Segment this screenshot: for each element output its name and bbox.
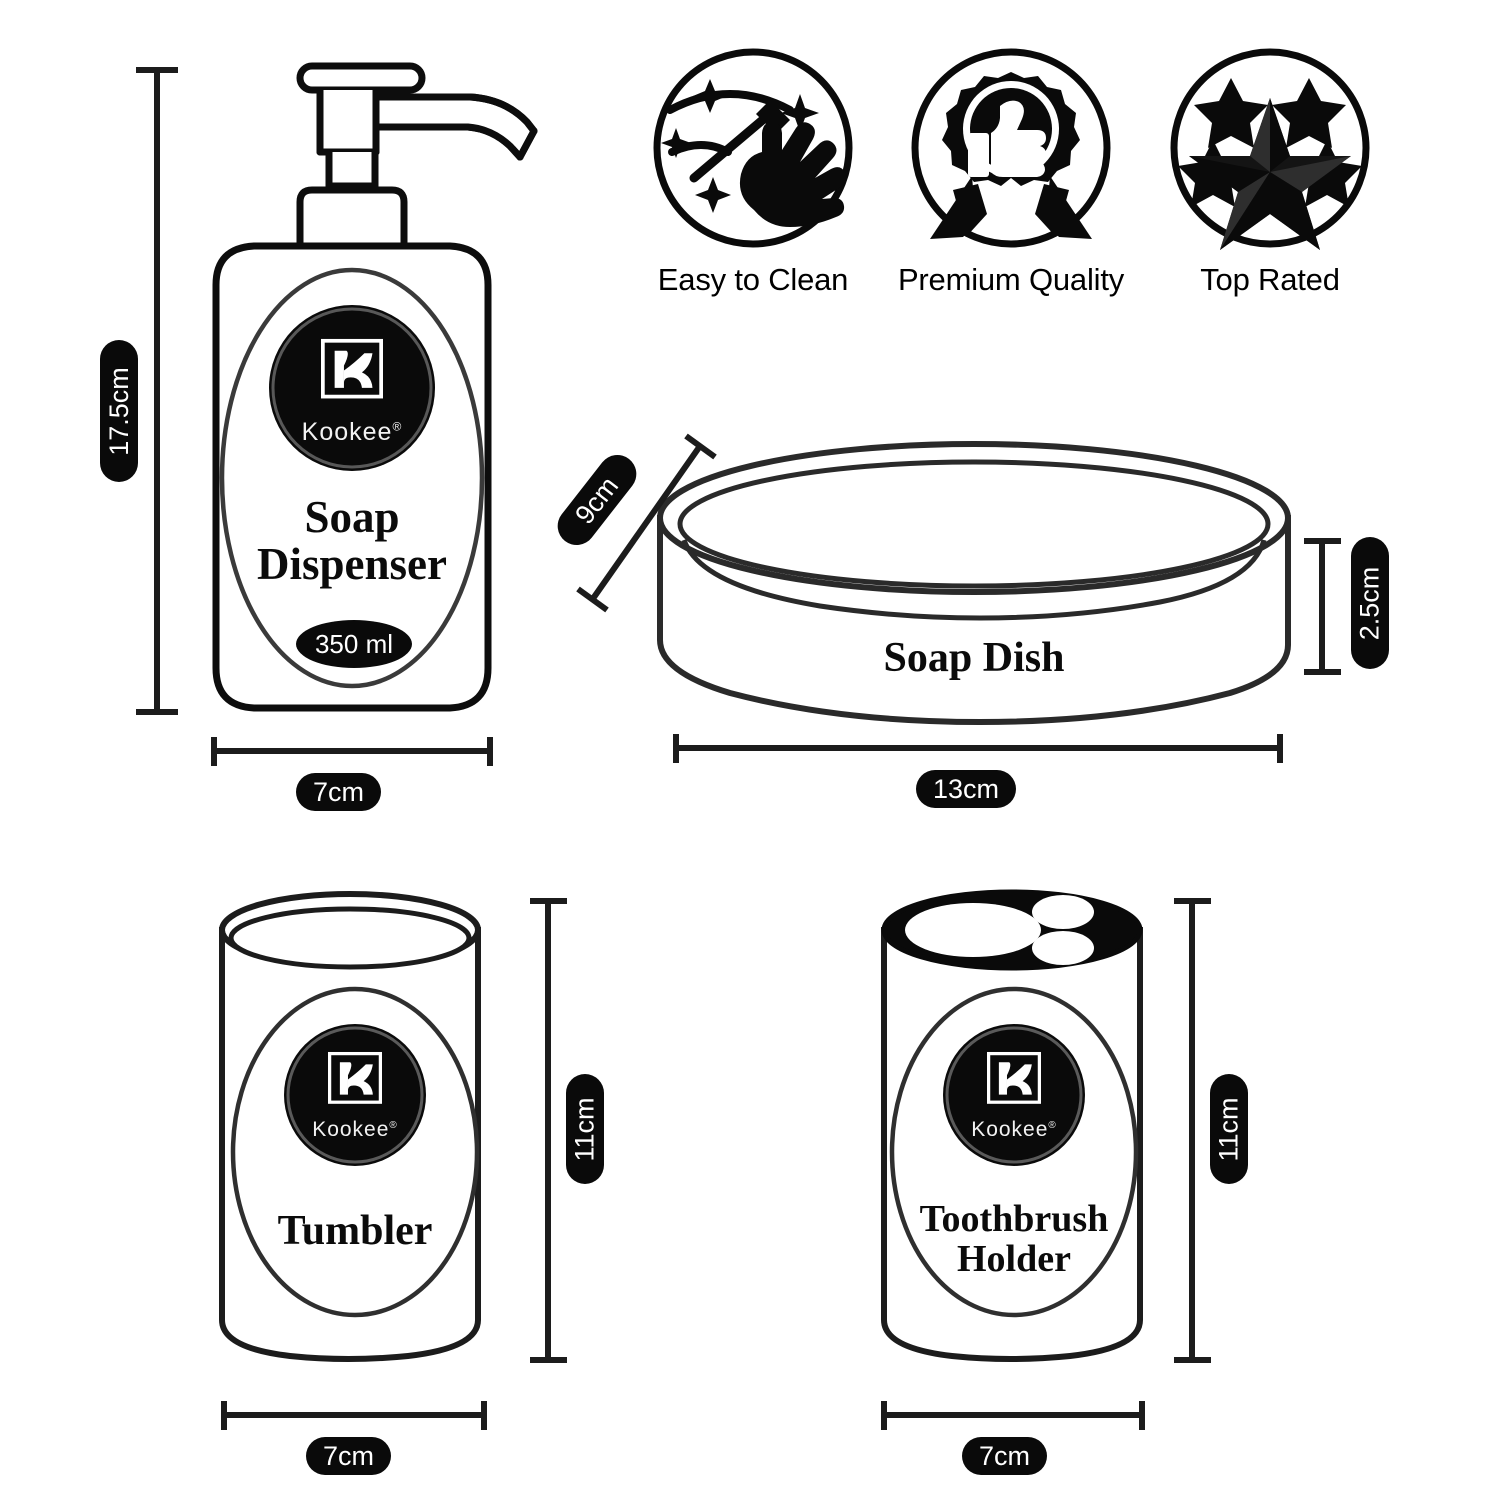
capacity-badge-350ml: 350 ml [296, 620, 412, 668]
badge-icon-easy-to-clean [653, 48, 853, 248]
holder-hole-small-top [1032, 895, 1094, 929]
brand-name: Kookee [301, 418, 393, 446]
badge-icon-premium-quality [911, 48, 1111, 248]
brand-name: Kookee [971, 1118, 1049, 1141]
badge-label-premium-quality: Premium Quality [897, 262, 1125, 297]
product-label-tumbler: Tumbler [277, 1208, 433, 1254]
dimension-lines [136, 67, 1341, 1430]
badge-label-easy-to-clean: Easy to Clean [657, 262, 849, 297]
dimline-dish-depth [589, 444, 703, 602]
badge-icon-top-rated [1170, 48, 1370, 250]
soap-dispenser-illustration [212, 62, 538, 712]
brand-registered: ® [1048, 1120, 1057, 1131]
toothbrush-holder-illustration [881, 889, 1143, 1362]
tumbler-illustration [219, 891, 481, 1362]
dimension-label-tumbler-width: 7cm [306, 1437, 392, 1475]
dimension-label-dispenser-width: 7cm [296, 773, 382, 811]
brand-registered: ® [392, 419, 403, 434]
dimension-label-holder-height: 11cm [1210, 1074, 1248, 1184]
soap-dish-illustration [657, 441, 1291, 726]
product-label-soap-dish: Soap Dish [883, 635, 1065, 681]
brand-wordmark-dispenser: Kookee® [270, 418, 434, 452]
dimension-label-dish-width: 13cm [916, 770, 1017, 808]
dimension-label-dispenser-height: 17.5cm [100, 340, 138, 482]
holder-hole-small-bottom [1032, 931, 1094, 965]
dimension-label-dish-height: 2.5cm [1351, 537, 1389, 669]
brand-wordmark-tumbler: Kookee® [285, 1118, 425, 1148]
holder-hole-large [905, 903, 1041, 957]
brand-name: Kookee [312, 1118, 390, 1141]
dimension-label-tumbler-height: 11cm [566, 1074, 604, 1184]
dimension-label-holder-width: 7cm [962, 1437, 1048, 1475]
brand-registered: ® [389, 1120, 398, 1131]
brand-wordmark-holder: Kookee® [944, 1118, 1084, 1148]
badge-label-top-rated: Top Rated [1200, 262, 1340, 297]
